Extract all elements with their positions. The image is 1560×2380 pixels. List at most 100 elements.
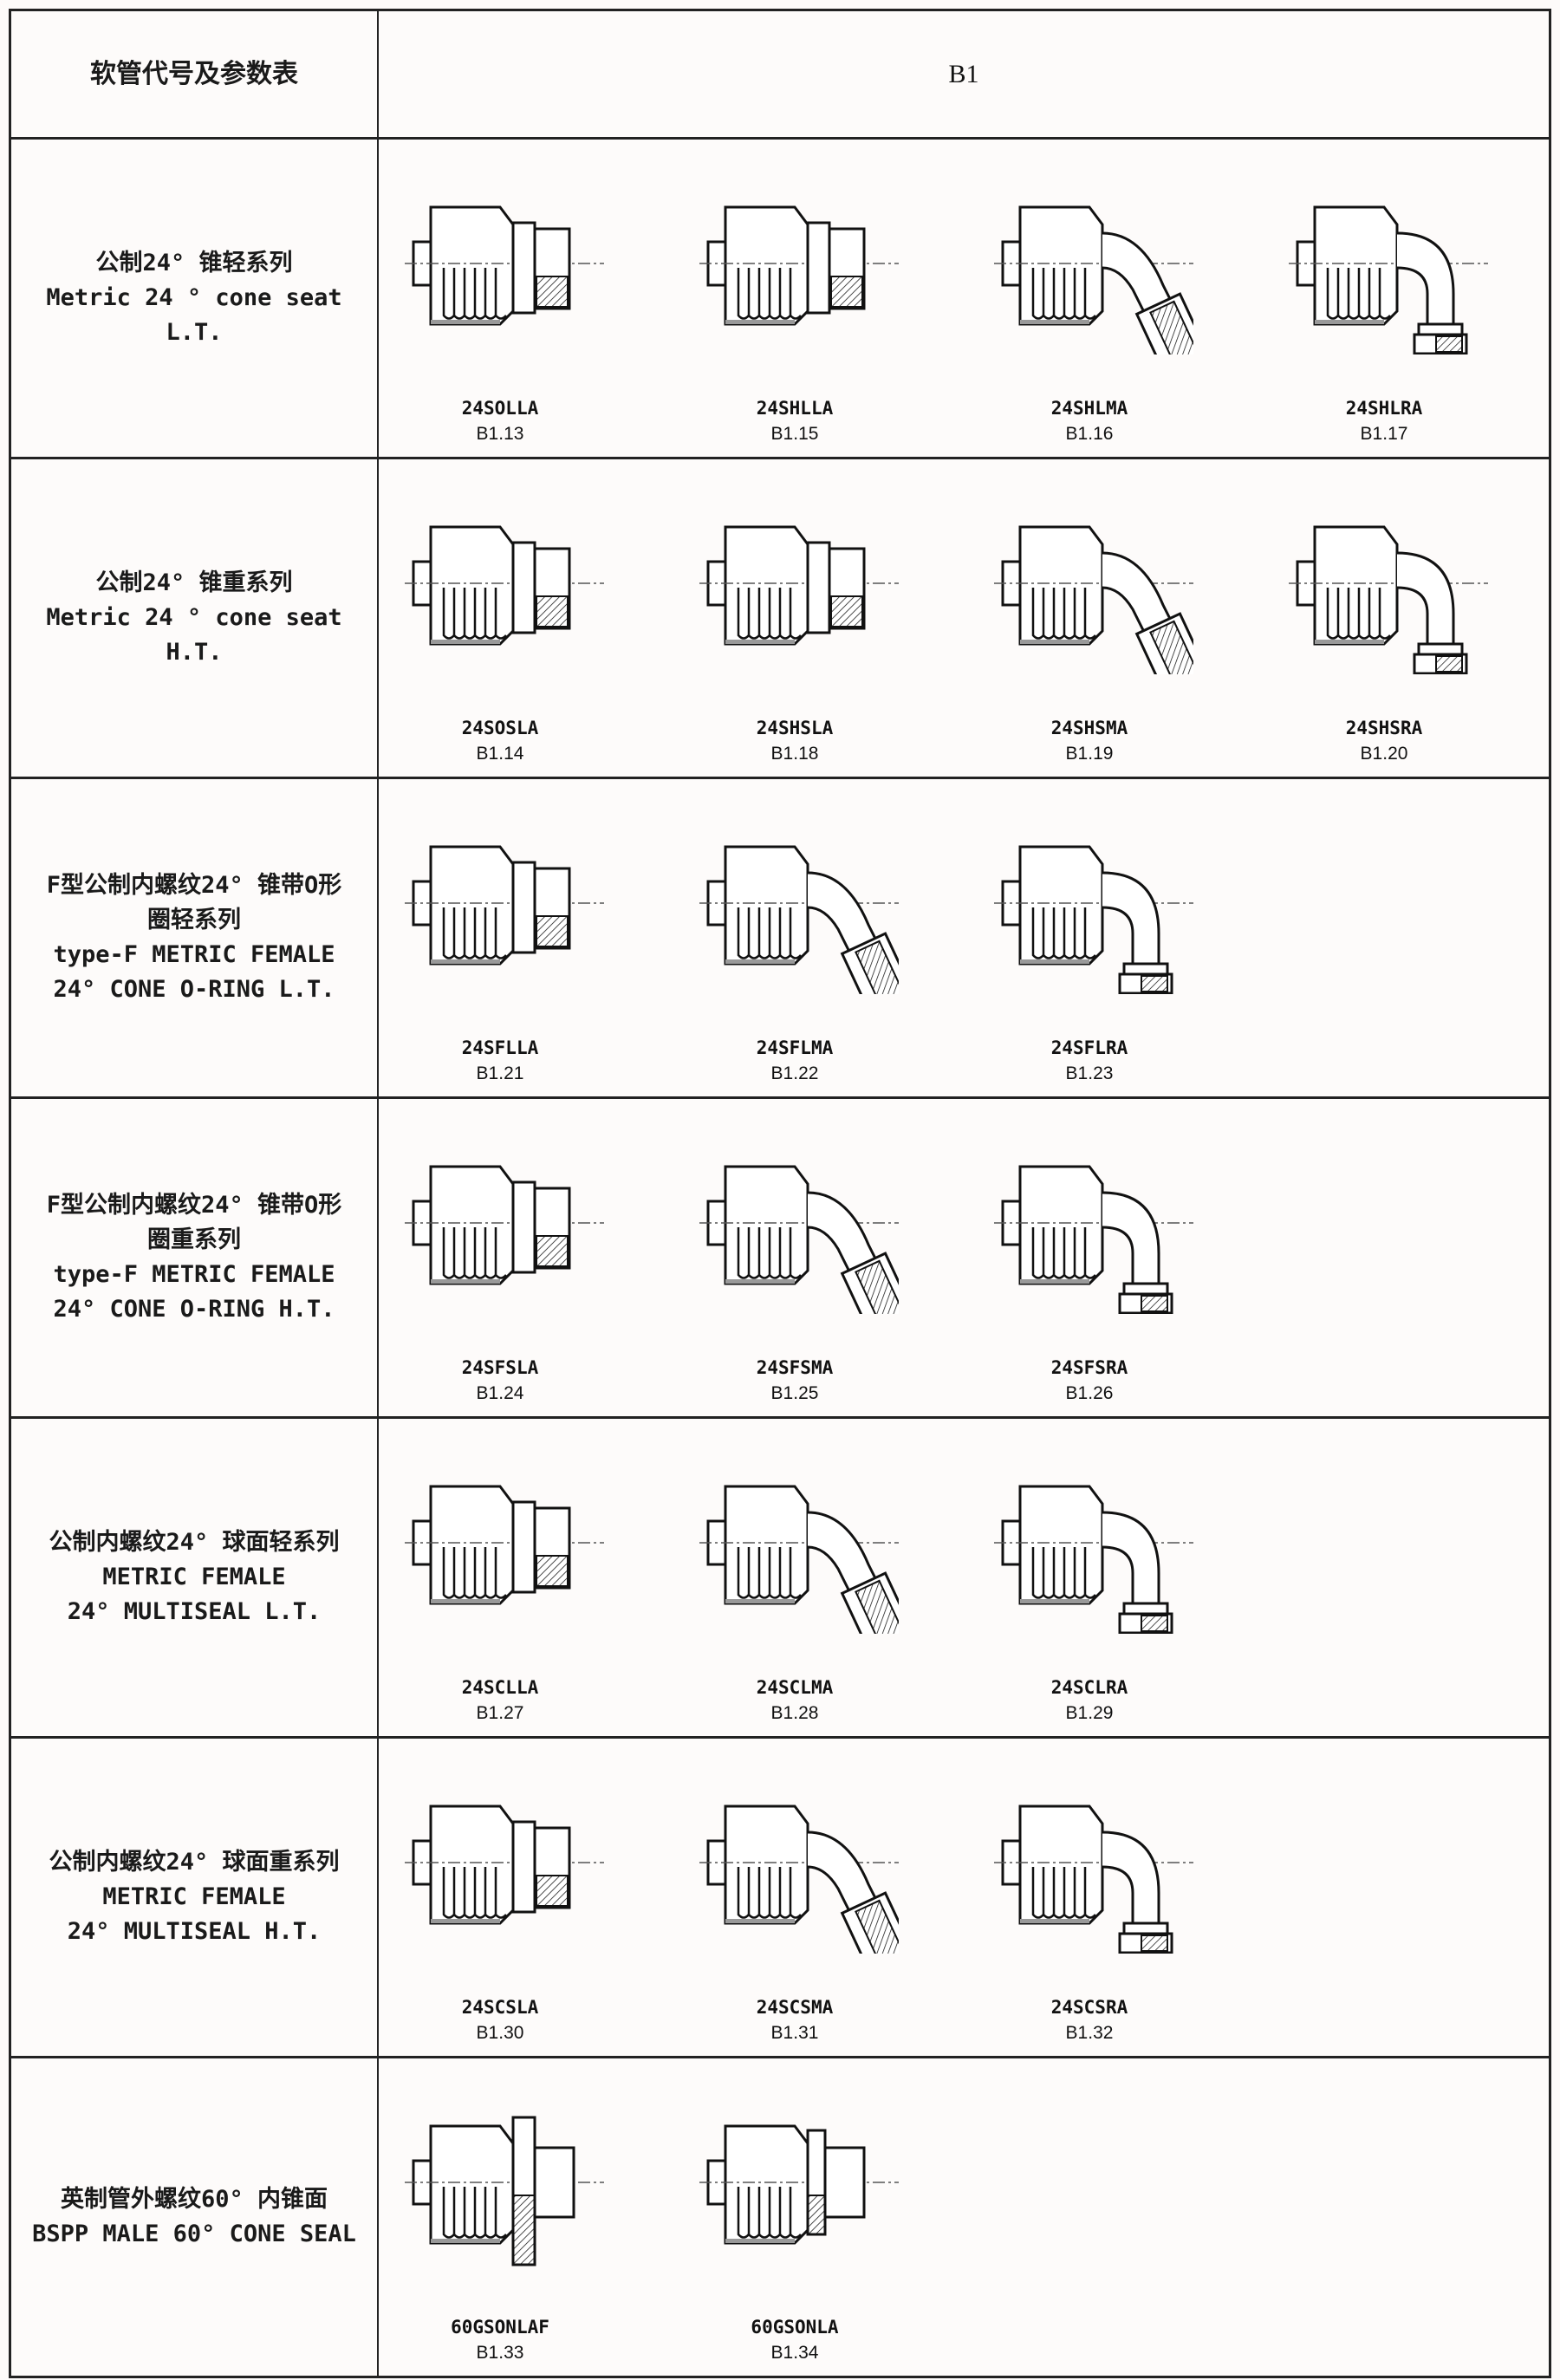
fitting-item: 24SFLRA B1.23 <box>959 779 1219 1099</box>
elbow-45-fitting-icon <box>994 525 1193 674</box>
table-header-row: 软管代号及参数表 B1 <box>11 11 1549 137</box>
fitting-item: 24SHSMA B1.19 <box>959 459 1219 779</box>
header-series: B1 <box>948 59 979 88</box>
series-row: 英制管外螺纹60° 内锥面 BSPP MALE 60° CONE SEAL 60G… <box>11 2056 1549 2376</box>
elbow-90-fitting-icon <box>1289 205 1488 354</box>
fitting-number: B1.32 <box>1065 2023 1114 2043</box>
series-name-line: L.T. <box>166 319 223 346</box>
fitting-number: B1.21 <box>476 1063 524 1083</box>
fitting-item: 24SCSMA B1.31 <box>665 1739 925 2058</box>
fitting-code: 24SCLLA <box>461 1677 539 1698</box>
fitting-code: 24SOSLA <box>461 718 539 738</box>
fittings-cell: 24SFSLA B1.24 24SFSMA B1.25 24SFSRA B1.2… <box>379 1099 1549 1416</box>
series-name-line: 24° CONE O-RING L.T. <box>53 976 335 1003</box>
series-name-line: BSPP MALE 60° CONE SEAL <box>32 2221 356 2247</box>
straight-fitting-icon <box>405 845 604 966</box>
straight-fitting-icon <box>405 1485 604 1605</box>
series-name-line: Metric 24 ° cone seat <box>46 284 342 311</box>
series-name-line: type-F METRIC FEMALE <box>53 1261 335 1288</box>
series-name-line: 公制内螺纹24° 球面重系列 <box>49 1849 340 1876</box>
straight-fitting-icon <box>405 525 604 646</box>
fitting-number: B1.30 <box>476 2023 524 2043</box>
fitting-code: 24SHSRA <box>1345 718 1423 738</box>
fitting-item: 24SFLMA B1.22 <box>665 779 925 1099</box>
fitting-number: B1.16 <box>1065 424 1114 444</box>
fitting-number: B1.33 <box>476 2343 524 2363</box>
fitting-number: B1.31 <box>770 2023 819 2043</box>
fitting-code: 24SHSLA <box>756 718 834 738</box>
fitting-code: 60GSONLAF <box>451 2317 549 2338</box>
fitting-item: 24SFSRA B1.26 <box>959 1099 1219 1419</box>
straight-fitting-icon <box>405 205 604 326</box>
fitting-code: 24SHSMA <box>1050 718 1128 738</box>
fitting-code: 24SFLLA <box>461 1037 539 1058</box>
series-name-line: 24° CONE O-RING H.T. <box>53 1296 335 1323</box>
male-flange-fitting-icon <box>405 2116 604 2266</box>
fitting-item: 24SOSLA B1.14 <box>370 459 630 779</box>
fitting-item: 24SCLRA B1.29 <box>959 1419 1219 1739</box>
fitting-number: B1.34 <box>770 2343 819 2363</box>
fittings-cell: 24SOSLA B1.14 24SHSLA B1.18 24SHSMA B1.1… <box>379 459 1549 777</box>
series-name-line: 公制24° 锥重系列 <box>95 569 293 596</box>
series-name-line: type-F METRIC FEMALE <box>53 941 335 968</box>
elbow-45-fitting-icon <box>994 205 1193 354</box>
fitting-code: 60GSONLA <box>751 2317 839 2338</box>
fitting-number: B1.23 <box>1065 1063 1114 1083</box>
fitting-code: 24SFLMA <box>756 1037 834 1058</box>
fitting-code: 24SCLRA <box>1050 1677 1128 1698</box>
fitting-item: 24SHSRA B1.20 <box>1254 459 1514 779</box>
series-name-line: H.T. <box>166 639 223 666</box>
fitting-number: B1.24 <box>476 1383 524 1403</box>
fittings-cell: 24SCLLA B1.27 24SCLMA B1.28 24SCLRA B1.2… <box>379 1419 1549 1736</box>
fitting-number: B1.28 <box>770 1703 819 1723</box>
fitting-number: B1.19 <box>1065 744 1114 764</box>
straight-fitting-icon <box>699 525 899 646</box>
series-name-line: 公制24° 锥轻系列 <box>95 250 293 276</box>
fitting-item: 24SCSLA B1.30 <box>370 1739 630 2058</box>
fittings-cell: 24SFLLA B1.21 24SFLMA B1.22 24SFLRA B1.2… <box>379 779 1549 1096</box>
elbow-45-fitting-icon <box>699 1165 899 1314</box>
fitting-code: 24SCLMA <box>756 1677 834 1698</box>
elbow-90-fitting-icon <box>994 1485 1193 1634</box>
fitting-code: 24SHLMA <box>1050 398 1128 419</box>
fitting-number: B1.26 <box>1065 1383 1114 1403</box>
fitting-item: 24SFSMA B1.25 <box>665 1099 925 1419</box>
fitting-number: B1.13 <box>476 424 524 444</box>
straight-fitting-icon <box>699 205 899 326</box>
fittings-cell: 24SOLLA B1.13 24SHLLA B1.15 24SHLMA B1.1… <box>379 140 1549 457</box>
fitting-item: 24SFLLA B1.21 <box>370 779 630 1099</box>
header-title: 软管代号及参数表 <box>11 11 379 137</box>
elbow-45-fitting-icon <box>699 845 899 994</box>
elbow-90-fitting-icon <box>994 1165 1193 1314</box>
fitting-item: 24SHLMA B1.16 <box>959 140 1219 459</box>
fitting-code: 24SFSRA <box>1050 1357 1128 1378</box>
fitting-code: 24SCSMA <box>756 1997 834 2018</box>
series-name-line: METRIC FEMALE <box>102 1883 286 1910</box>
elbow-90-fitting-icon <box>994 845 1193 994</box>
fitting-code: 24SHLRA <box>1345 398 1423 419</box>
series-name-line: F型公制内螺纹24° 锥带O形 <box>46 872 342 899</box>
series-name: 英制管外螺纹60° 内锥面 BSPP MALE 60° CONE SEAL <box>11 2058 379 2376</box>
fitting-number: B1.27 <box>476 1703 524 1723</box>
fitting-item: 24SHLRA B1.17 <box>1254 140 1514 459</box>
fitting-number: B1.15 <box>770 424 819 444</box>
fitting-code: 24SOLLA <box>461 398 539 419</box>
fitting-number: B1.18 <box>770 744 819 764</box>
fitting-number: B1.14 <box>476 744 524 764</box>
series-name-line: 英制管外螺纹60° 内锥面 <box>60 2186 328 2213</box>
elbow-45-fitting-icon <box>699 1805 899 1954</box>
fitting-item: 60GSONLAF B1.33 <box>370 2058 630 2378</box>
elbow-90-fitting-icon <box>994 1805 1193 1954</box>
straight-fitting-icon <box>405 1805 604 1925</box>
fitting-number: B1.17 <box>1360 424 1408 444</box>
